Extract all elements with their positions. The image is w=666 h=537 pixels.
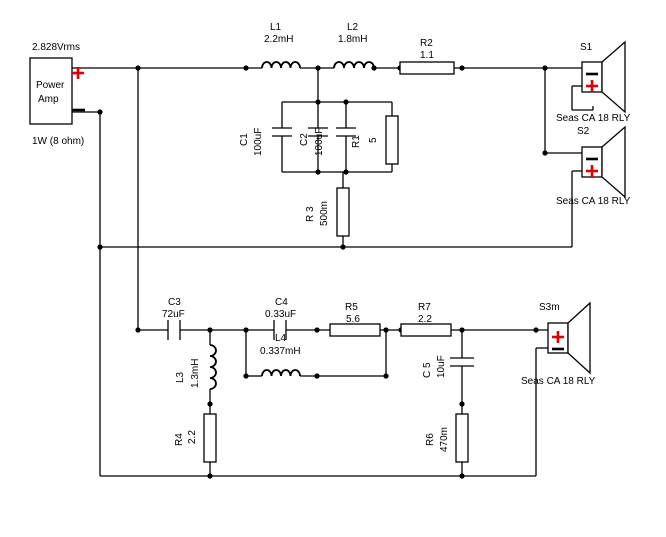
plus-polarity-icon [586,165,598,177]
inductor-l1: L1 2.2mH [261,22,301,69]
r2-ref: R2 [420,38,433,49]
junction-dots [97,65,548,479]
c2-value: 100uF [314,128,325,156]
source-voltage-label: 2.828Vrms [32,42,80,53]
plus-polarity-icon [72,67,84,79]
capacitor-c2: C2 100uF [299,127,328,156]
r5-value: 5.6 [346,314,360,325]
c4-value: 0.33uF [265,309,296,320]
c2-ref: C2 [299,133,310,146]
resistor-r4: R4 2.2 [174,413,217,463]
inductor-l4: L4 0.337mH [260,333,301,377]
s3m-ref: S3m [539,302,560,313]
inductor-l2: L2 1.8mH [333,22,375,69]
power-amp-label-line2: Amp [38,94,59,105]
r4-value: 2.2 [187,430,198,444]
r5-ref: R5 [345,302,358,313]
l2-ref: L2 [347,22,359,33]
c3-value: 72uF [162,309,185,320]
resistor-r7: R7 2.2 [400,302,452,337]
s1-model: Seas CA 18 RLY [556,113,631,124]
plus-polarity-icon [552,331,564,343]
r1-ref: R1 [351,135,362,148]
wires [72,67,594,477]
s1-ref: S1 [580,42,593,53]
r7-value: 2.2 [418,314,432,325]
r1-value: 5 [368,137,379,143]
l4-ref: L4 [275,333,287,344]
r7-ref: R7 [418,302,431,313]
capacitor-c1: C1 100uF [239,127,292,156]
l2-value: 1.8mH [338,34,367,45]
l1-value: 2.2mH [264,34,293,45]
l3-ref: L3 [175,371,186,383]
inductor-l3: L3 1.3mH [175,344,217,390]
capacitor-c3: C3 72uF [162,297,185,340]
source-load-label: 1W (8 ohm) [32,136,84,147]
l3-value: 1.3mH [190,359,201,388]
speaker-s2: S2 Seas CA 18 RLY [556,125,631,207]
r4-ref: R4 [174,433,185,446]
s2-model: Seas CA 18 RLY [556,196,631,207]
l1-ref: L1 [270,22,282,33]
speaker-s3m: S3m Seas CA 18 RLY [521,301,596,387]
r6-value: 470m [439,427,450,452]
power-amp: 2.828Vrms Power Amp 1W (8 ohm) [29,42,85,147]
c5-ref: C 5 [422,362,433,378]
r2-value: 1.1 [420,50,434,61]
capacitor-shunt-r1 [336,127,356,137]
c5-value: 10uF [436,355,447,378]
capacitor-c5: C 5 10uF [422,355,474,378]
power-amp-box [29,57,73,125]
r3-value: 500m [319,201,330,226]
c1-ref: C1 [239,133,250,146]
speaker-s1: S1 Seas CA 18 RLY [556,40,631,124]
c4-ref: C4 [275,297,288,308]
resistor-r3: R 3 500m [305,187,350,237]
c1-value: 100uF [253,128,264,156]
s2-ref: S2 [577,126,590,137]
resistor-r6: R6 470m [425,413,469,463]
resistor-r2: R2 1.1 [399,38,455,75]
capacitor-c4: C4 0.33uF [265,297,296,340]
s3m-model: Seas CA 18 RLY [521,376,596,387]
r3-ref: R 3 [305,206,316,222]
resistor-r5: R5 5.6 [329,302,381,337]
power-amp-label-line1: Power [36,80,65,91]
c3-ref: C3 [168,297,181,308]
resistor-r1: R1 5 [351,115,399,165]
l4-value: 0.337mH [260,346,301,357]
plus-polarity-icon [586,80,598,92]
r6-ref: R6 [425,433,436,446]
